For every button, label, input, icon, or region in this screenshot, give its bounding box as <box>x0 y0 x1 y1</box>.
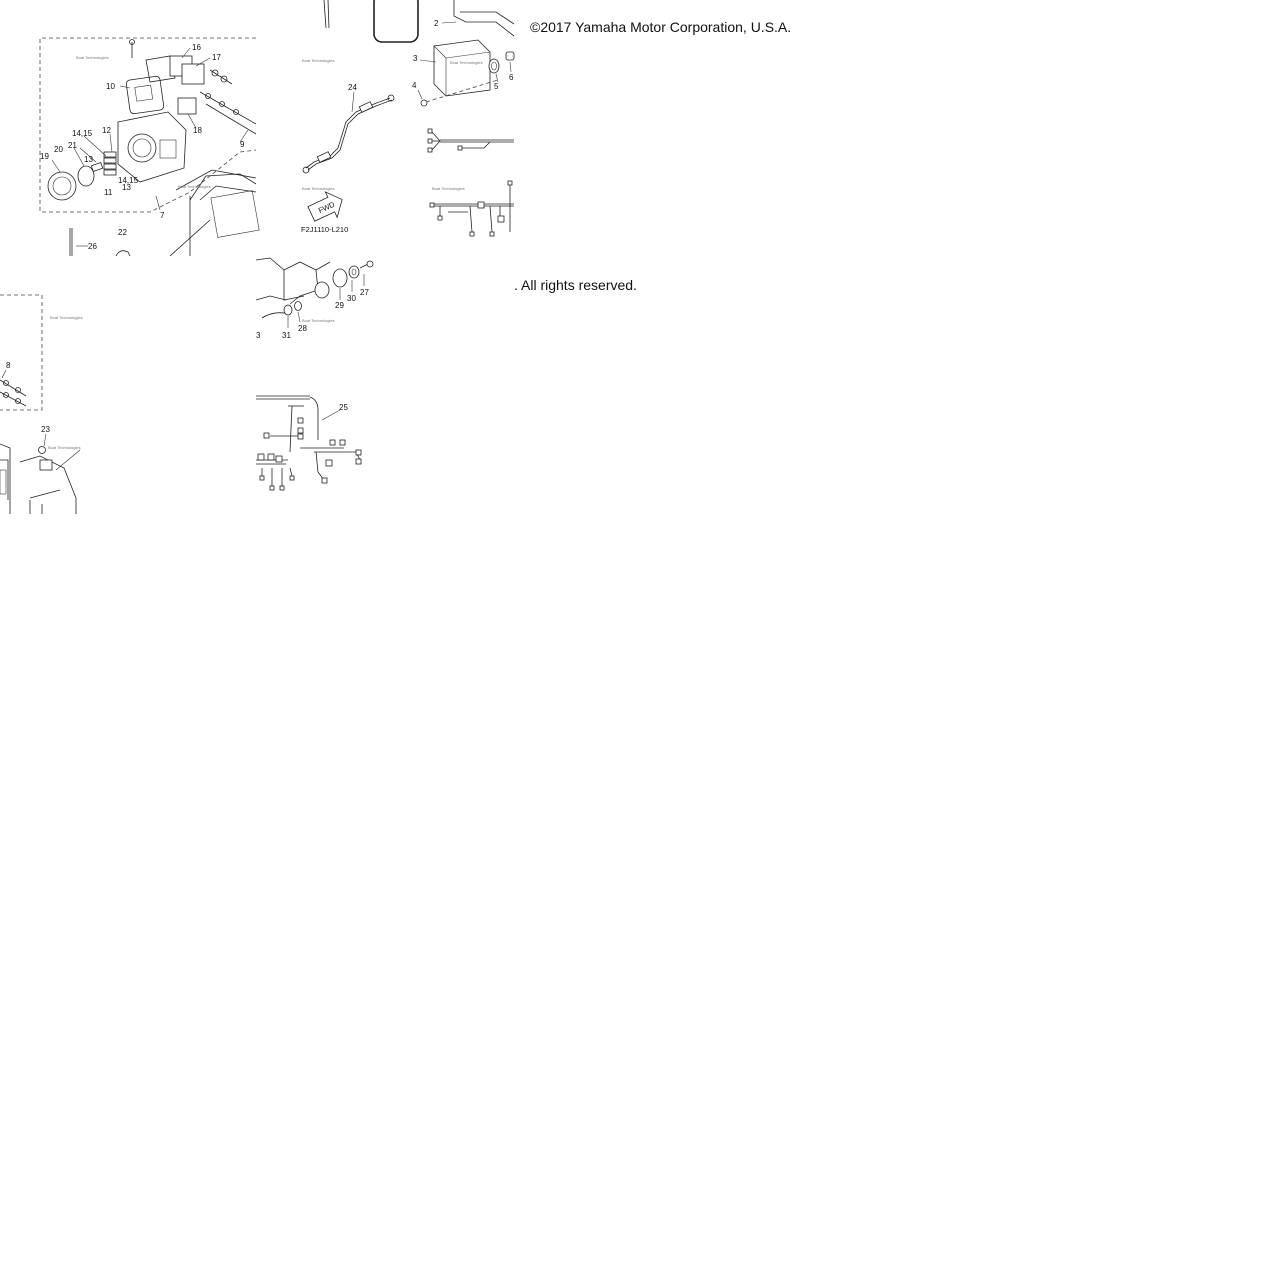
callout-9: 9 <box>240 140 245 149</box>
callout-7: 7 <box>160 211 165 220</box>
callout-14-15: 14,15 <box>118 176 139 185</box>
callout-2: 2 <box>434 19 439 28</box>
panel-mount-parts: 29 30 27 31 28 Boat Technologies 3 <box>255 257 374 340</box>
bolt-23 <box>38 446 46 454</box>
dashed-assembly-boundary <box>39 37 257 213</box>
callout-10: 10 <box>106 82 115 91</box>
callout-19: 19 <box>40 152 49 161</box>
callout-21: 21 <box>68 141 77 150</box>
o-ring <box>77 165 95 187</box>
callout-13: 13 <box>122 183 131 192</box>
callout-8: 8 <box>6 361 11 370</box>
svg-text:Boat Technologies: Boat Technologies <box>302 318 335 323</box>
wire-harness <box>427 128 514 153</box>
bracket-edge <box>255 257 331 271</box>
grommet <box>488 58 500 74</box>
panel-harness: 25 <box>256 395 362 491</box>
callout-30: 30 <box>347 294 356 303</box>
gasket <box>373 0 419 43</box>
rights-reserved-line: . All rights reserved. <box>514 277 637 293</box>
panel-base: 23 Boat Technologies <box>0 425 81 514</box>
callout-20: 20 <box>54 145 63 154</box>
collar <box>505 51 515 61</box>
svg-text:Boat Technologies: Boat Technologies <box>48 445 81 450</box>
housing-edge <box>453 0 515 37</box>
nut-31 <box>283 304 293 316</box>
callout-31: 31 <box>282 331 291 340</box>
base-plate <box>0 443 11 514</box>
callout-29: 29 <box>335 301 344 310</box>
callout-17: 17 <box>212 53 221 62</box>
relay <box>181 63 205 85</box>
callout-11: 11 <box>104 188 113 197</box>
watermark: Boat Technologies <box>76 55 109 60</box>
callout-14-15: 14,15 <box>72 129 93 138</box>
callout-26: 26 <box>88 242 97 251</box>
svg-text:Boat Technologies: Boat Technologies <box>302 186 335 191</box>
wire-harness <box>429 180 514 237</box>
callout-13: 13 <box>84 155 93 164</box>
svg-text:Boat Technologies: Boat Technologies <box>432 186 465 191</box>
callout-4: 4 <box>412 81 417 90</box>
cap <box>47 171 77 201</box>
cover-part <box>125 75 165 115</box>
svg-text:Boat Technologies: Boat Technologies <box>450 60 483 65</box>
dashed-assembly-boundary <box>0 294 43 411</box>
callout-25: 25 <box>339 403 348 412</box>
svg-text:Boat Technologies: Boat Technologies <box>50 315 83 320</box>
connectors <box>199 69 257 135</box>
bracket <box>145 55 176 83</box>
svg-text:Boat Technologies: Boat Technologies <box>302 58 335 63</box>
washer-28 <box>294 301 302 311</box>
callout-27: 27 <box>360 288 369 297</box>
svg-text:3: 3 <box>256 331 261 340</box>
callout-22: 22 <box>118 228 127 237</box>
callout-16: 16 <box>192 43 201 52</box>
tab <box>39 459 53 471</box>
washer-30 <box>348 265 360 279</box>
svg-text:Boat Technologies: Boat Technologies <box>178 184 211 189</box>
rod <box>323 0 327 29</box>
callout-12: 12 <box>102 126 111 135</box>
panel-cable: Boat Technologies 24 Boat Technologies F… <box>301 0 395 234</box>
panel-part-8: Boat Technologies 8 <box>0 294 83 411</box>
drawing-code: F2J1110-L210 <box>301 225 348 234</box>
clip <box>115 250 131 257</box>
wire <box>0 379 27 397</box>
fuse-stack <box>90 151 117 176</box>
fwd-arrow: FWD <box>307 191 343 222</box>
callout-18: 18 <box>193 126 202 135</box>
ecu-box <box>433 39 491 97</box>
control-box-body <box>117 111 187 183</box>
callout-24: 24 <box>348 83 357 92</box>
callout-3: 3 <box>413 54 418 63</box>
callout-5: 5 <box>494 82 499 91</box>
panel-ecu: 2 Boat Technologies 3 5 6 4 Bo <box>373 0 515 237</box>
bolt-27 <box>366 260 374 268</box>
callout-28: 28 <box>298 324 307 333</box>
box-edge <box>175 169 257 191</box>
mount-bushing <box>314 281 330 299</box>
damper-29 <box>332 268 348 288</box>
panel-control-box: Boat Technologies <box>39 37 260 257</box>
relay-18 <box>177 97 197 115</box>
copyright-line: ©2017 Yamaha Motor Corporation, U.S.A. <box>530 19 792 35</box>
callout-23: 23 <box>41 425 50 434</box>
callout-6: 6 <box>509 73 514 82</box>
